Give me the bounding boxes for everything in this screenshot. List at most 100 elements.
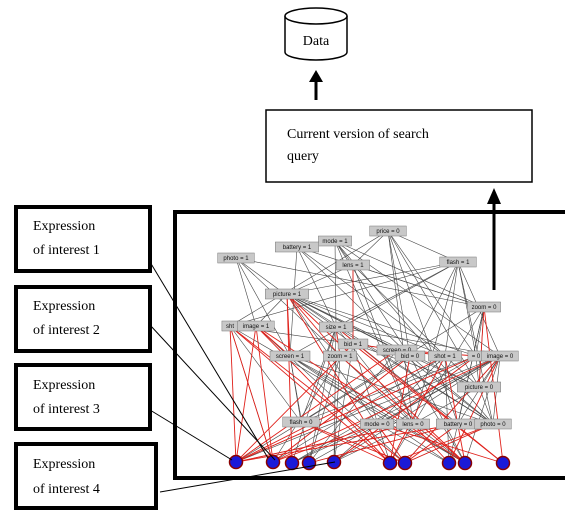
graph-edge-highlight: [389, 355, 411, 464]
graph-node-box: [318, 235, 352, 247]
graph-edge: [478, 386, 494, 425]
graph-edge-highlight: [235, 325, 257, 463]
graph-node-label: bid = 0: [401, 354, 420, 360]
graph-node: lens = 0: [396, 418, 430, 430]
graph-leaf-node: [495, 455, 511, 471]
graph-node: zoom = 1: [323, 350, 357, 362]
graph-edge-highlight: [404, 423, 459, 464]
graph-node-box: [282, 416, 320, 428]
graph-node-box: [237, 320, 275, 332]
graph-edge: [457, 261, 494, 425]
graph-leaf-node: [265, 454, 281, 470]
graph-edge: [291, 326, 337, 464]
graph-node-label: flash = 0: [290, 420, 314, 426]
graph-frame: [173, 210, 565, 480]
graph-edge: [289, 355, 310, 464]
graph-node: flash = 0: [282, 416, 320, 428]
graph-leaf-node: [457, 455, 473, 471]
graph-edge: [387, 230, 477, 357]
graph-node: mode = 1: [318, 235, 352, 247]
graph-edge-highlight: [235, 343, 354, 463]
graph-node-box: [360, 418, 394, 430]
graph-edge-highlight: [272, 355, 411, 463]
graph-leaf-node: [397, 455, 413, 471]
graph-node-box: [467, 301, 501, 313]
graph-edge: [235, 257, 257, 327]
graph-node-label: mode = 0: [364, 422, 390, 428]
interest-box-2-line2: of interest 2: [33, 323, 100, 338]
graph-edge: [308, 326, 337, 464]
graph-edge: [335, 261, 459, 328]
graph-node: bid = 0: [394, 350, 426, 362]
graph-edge: [412, 386, 480, 425]
graph-node-label: size = 1: [326, 325, 348, 331]
interest-box-1: Expression of interest 1: [14, 205, 152, 273]
graph-node-box: [269, 350, 311, 362]
graph-node-label: price = 0: [376, 229, 400, 235]
graph-edge: [255, 325, 406, 464]
interest-box-2-line1: Expression: [33, 299, 95, 314]
graph-node-label: image = 1: [243, 324, 270, 330]
graph-edge: [255, 293, 288, 327]
graph-edge: [334, 240, 414, 425]
graph-edge: [235, 257, 414, 425]
graph-edge: [235, 355, 501, 463]
graph-edge: [352, 230, 389, 266]
graph-edge: [444, 261, 459, 357]
graph-node-label: = 0: [472, 354, 481, 360]
pointer-interest-2: [149, 324, 276, 461]
graph-edge: [334, 240, 485, 308]
graph-edge: [286, 293, 477, 357]
graph-edge-highlight: [229, 325, 274, 463]
graph-edge-highlight: [235, 423, 414, 463]
graph-node-box: [457, 381, 501, 393]
graph-edge-highlight: [444, 355, 466, 464]
graph-edge-highlight: [235, 355, 477, 463]
graph-edge: [289, 355, 494, 425]
graph-node: image = 0: [481, 350, 519, 362]
graph-edge: [235, 257, 291, 357]
graph-edge: [229, 230, 389, 327]
graph-edge-highlight: [352, 343, 504, 464]
graph-node: lens = 1: [336, 259, 370, 271]
graph-edge: [352, 264, 414, 425]
graph-node-label: sht: [226, 324, 234, 330]
graph-edge-highlight: [478, 306, 485, 388]
graph-edges-red: [229, 265, 504, 464]
graph-edge: [286, 261, 459, 295]
data-store-label: Data: [303, 34, 330, 49]
interest-box-3: Expression of interest 3: [14, 363, 152, 431]
graph-node: mode = 0: [360, 418, 394, 430]
graph-node: size = 1: [319, 321, 353, 333]
graph-leaf-nodes: [228, 454, 511, 471]
graph-node-box: [336, 259, 370, 271]
graph-node-box: [474, 418, 512, 430]
graph-leaf-node: [284, 455, 300, 471]
graph-node: picture = 0: [457, 381, 501, 393]
graph-edge-highlight: [286, 293, 291, 357]
graph-edge: [464, 355, 501, 464]
interest-box-2-frame: [14, 285, 152, 353]
graph-edge: [296, 246, 411, 357]
graph-edge: [457, 261, 477, 357]
graph-edge: [289, 261, 459, 357]
graph-node: flash = 1: [439, 256, 477, 268]
graph-edge-highlight: [335, 326, 504, 464]
graph-node-label: mode = 1: [322, 239, 348, 245]
graph-node-box: [481, 350, 519, 362]
graph-node: photo = 1: [217, 252, 255, 264]
graph-node-label: zoom = 0: [472, 305, 498, 311]
graph-edge-highlight: [235, 349, 398, 463]
graph-edge: [289, 355, 414, 425]
graph-edge: [333, 355, 501, 463]
arrow-query-to-data-head: [309, 70, 323, 82]
graph-node: image = 1: [237, 320, 275, 332]
graph-edge: [475, 306, 485, 357]
interest-box-3-line1: Expression: [33, 378, 95, 393]
pointer-interest-4: [159, 461, 336, 493]
interest-box-3-line2: of interest 3: [33, 402, 100, 417]
interest-box-1-line2: of interest 1: [33, 243, 100, 258]
graph-node-label: lens = 1: [342, 263, 364, 269]
